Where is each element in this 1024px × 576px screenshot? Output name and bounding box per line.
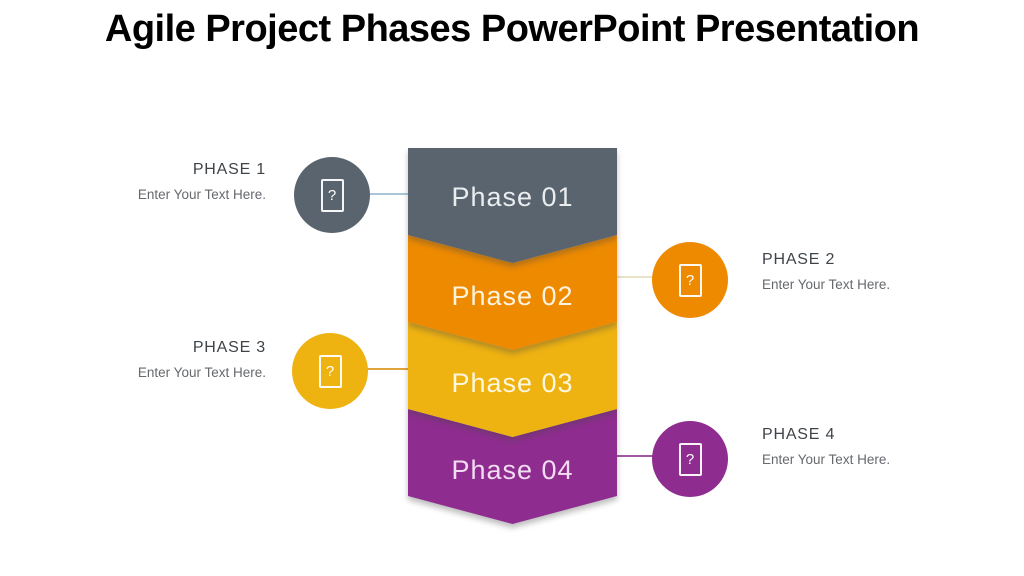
slide-title: Agile Project Phases PowerPoint Presenta… <box>104 8 920 50</box>
callout-body-placeholder: Enter Your Text Here. <box>762 277 891 292</box>
callout-heading: PHASE 4 <box>762 426 836 443</box>
callout-phase-4: PHASE 4 Enter Your Text Here. <box>762 426 962 467</box>
callout-phase-3: PHASE 3 Enter Your Text Here. <box>66 339 266 380</box>
callout-heading: PHASE 1 <box>192 161 266 178</box>
chevron-phase-01: Phase 01 <box>408 148 617 263</box>
callout-phase-1: PHASE 1 Enter Your Text Here. <box>66 161 266 202</box>
callout-body-placeholder: Enter Your Text Here. <box>137 187 266 202</box>
callout-heading: PHASE 2 <box>762 251 836 268</box>
callout-body-placeholder: Enter Your Text Here. <box>137 365 266 380</box>
connector-line-phase-4 <box>615 455 657 457</box>
chevron-phase-02: Phase 02 <box>408 235 617 350</box>
placeholder-missing-glyph-icon: ? <box>320 178 344 212</box>
placeholder-missing-glyph-icon: ? <box>678 442 702 476</box>
callout-body-placeholder: Enter Your Text Here. <box>762 452 891 467</box>
phase-1-circle: ? <box>294 157 370 233</box>
placeholder-missing-glyph-icon: ? <box>318 354 342 388</box>
chevron-label: Phase 04 <box>451 455 574 485</box>
phase-3-circle: ? <box>292 333 368 409</box>
chevron-phase-04: Phase 04 <box>408 409 617 524</box>
phase-2-circle: ? <box>652 242 728 318</box>
chevron-shape <box>408 148 617 263</box>
phase-4-circle: ? <box>652 421 728 497</box>
callout-phase-2: PHASE 2 Enter Your Text Here. <box>762 251 962 292</box>
callout-heading: PHASE 3 <box>192 339 266 356</box>
chevron-label: Phase 01 <box>451 182 574 212</box>
chevron-label: Phase 02 <box>451 281 574 311</box>
connector-line-phase-3 <box>364 368 410 370</box>
chevron-label: Phase 03 <box>451 368 574 398</box>
placeholder-missing-glyph-icon: ? <box>678 263 702 297</box>
connector-line-phase-1 <box>366 193 410 195</box>
connector-line-phase-2 <box>615 276 657 278</box>
